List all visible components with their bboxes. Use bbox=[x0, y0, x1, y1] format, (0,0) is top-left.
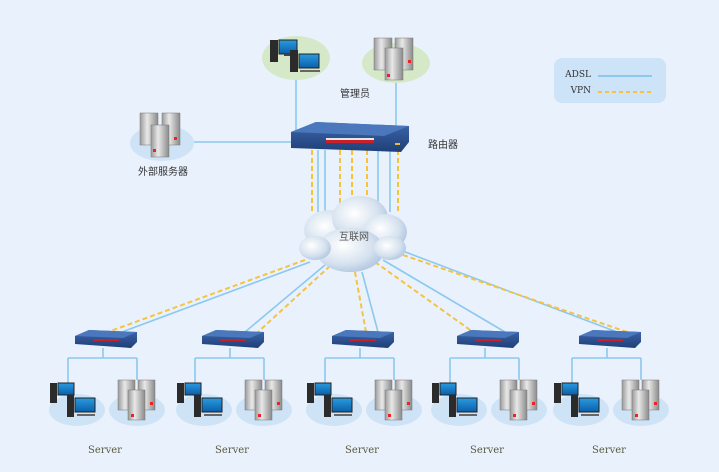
internet-label: 互联网 bbox=[339, 231, 369, 243]
branch-site[interactable]: Server bbox=[431, 330, 547, 456]
admin-workstations[interactable] bbox=[262, 36, 330, 80]
legend-box bbox=[554, 58, 666, 103]
main-router[interactable] bbox=[291, 122, 409, 152]
link-cloud-branch-0-vpn bbox=[107, 259, 306, 333]
server-icon bbox=[373, 37, 414, 81]
branch-router[interactable] bbox=[457, 330, 519, 348]
branch-site[interactable]: Server bbox=[176, 330, 292, 456]
branch-site[interactable]: Server bbox=[553, 330, 669, 456]
router-label: 路由器 bbox=[428, 138, 458, 151]
internet-cloud[interactable] bbox=[299, 196, 407, 272]
legend-label-adsl: ADSL bbox=[564, 70, 591, 80]
branch-router[interactable] bbox=[202, 330, 264, 348]
branch-label: Server bbox=[592, 445, 626, 456]
links-layer bbox=[107, 80, 628, 333]
branch-site[interactable]: Server bbox=[49, 330, 165, 456]
link-cloud-branch-2-adsl bbox=[361, 271, 379, 333]
branch-router[interactable] bbox=[332, 330, 394, 348]
branch-site[interactable]: Server bbox=[306, 330, 422, 456]
legend: ADSL VPN bbox=[554, 58, 666, 103]
workstation-icon bbox=[177, 382, 223, 417]
workstation-icon bbox=[307, 382, 353, 417]
branch-label: Server bbox=[470, 445, 504, 456]
server-icon bbox=[499, 379, 538, 421]
server-icon bbox=[139, 112, 181, 158]
admin-servers[interactable] bbox=[362, 37, 430, 83]
server-icon bbox=[374, 379, 413, 421]
branch-sites: Server Server Server Server Server bbox=[49, 330, 669, 456]
server-icon bbox=[244, 379, 283, 421]
workstation-icon bbox=[270, 39, 320, 72]
workstation-icon bbox=[554, 382, 600, 417]
workstation-icon bbox=[432, 382, 478, 417]
workstation-icon bbox=[50, 382, 96, 417]
admin-label: 管理员 bbox=[340, 87, 370, 100]
link-cloud-branch-3-vpn bbox=[374, 261, 474, 333]
branch-router[interactable] bbox=[579, 330, 641, 348]
branch-label: Server bbox=[345, 445, 379, 456]
external-server[interactable] bbox=[130, 112, 194, 161]
legend-label-vpn: VPN bbox=[570, 86, 592, 96]
link-cloud-branch-4-adsl bbox=[399, 249, 618, 333]
link-cloud-branch-2-vpn bbox=[354, 271, 367, 333]
branch-router[interactable] bbox=[75, 330, 137, 348]
server-icon bbox=[117, 379, 156, 421]
server-icon bbox=[621, 379, 660, 421]
link-cloud-branch-0-adsl bbox=[121, 261, 311, 333]
branch-label: Server bbox=[215, 445, 249, 456]
link-cloud-branch-3-adsl bbox=[382, 259, 506, 333]
branch-label: Server bbox=[88, 445, 122, 456]
link-cloud-branch-1-adsl bbox=[244, 264, 326, 333]
cloud-icon bbox=[299, 196, 407, 272]
link-cloud-branch-1-vpn bbox=[257, 265, 331, 333]
external-server-label: 外部服务器 bbox=[138, 165, 188, 178]
